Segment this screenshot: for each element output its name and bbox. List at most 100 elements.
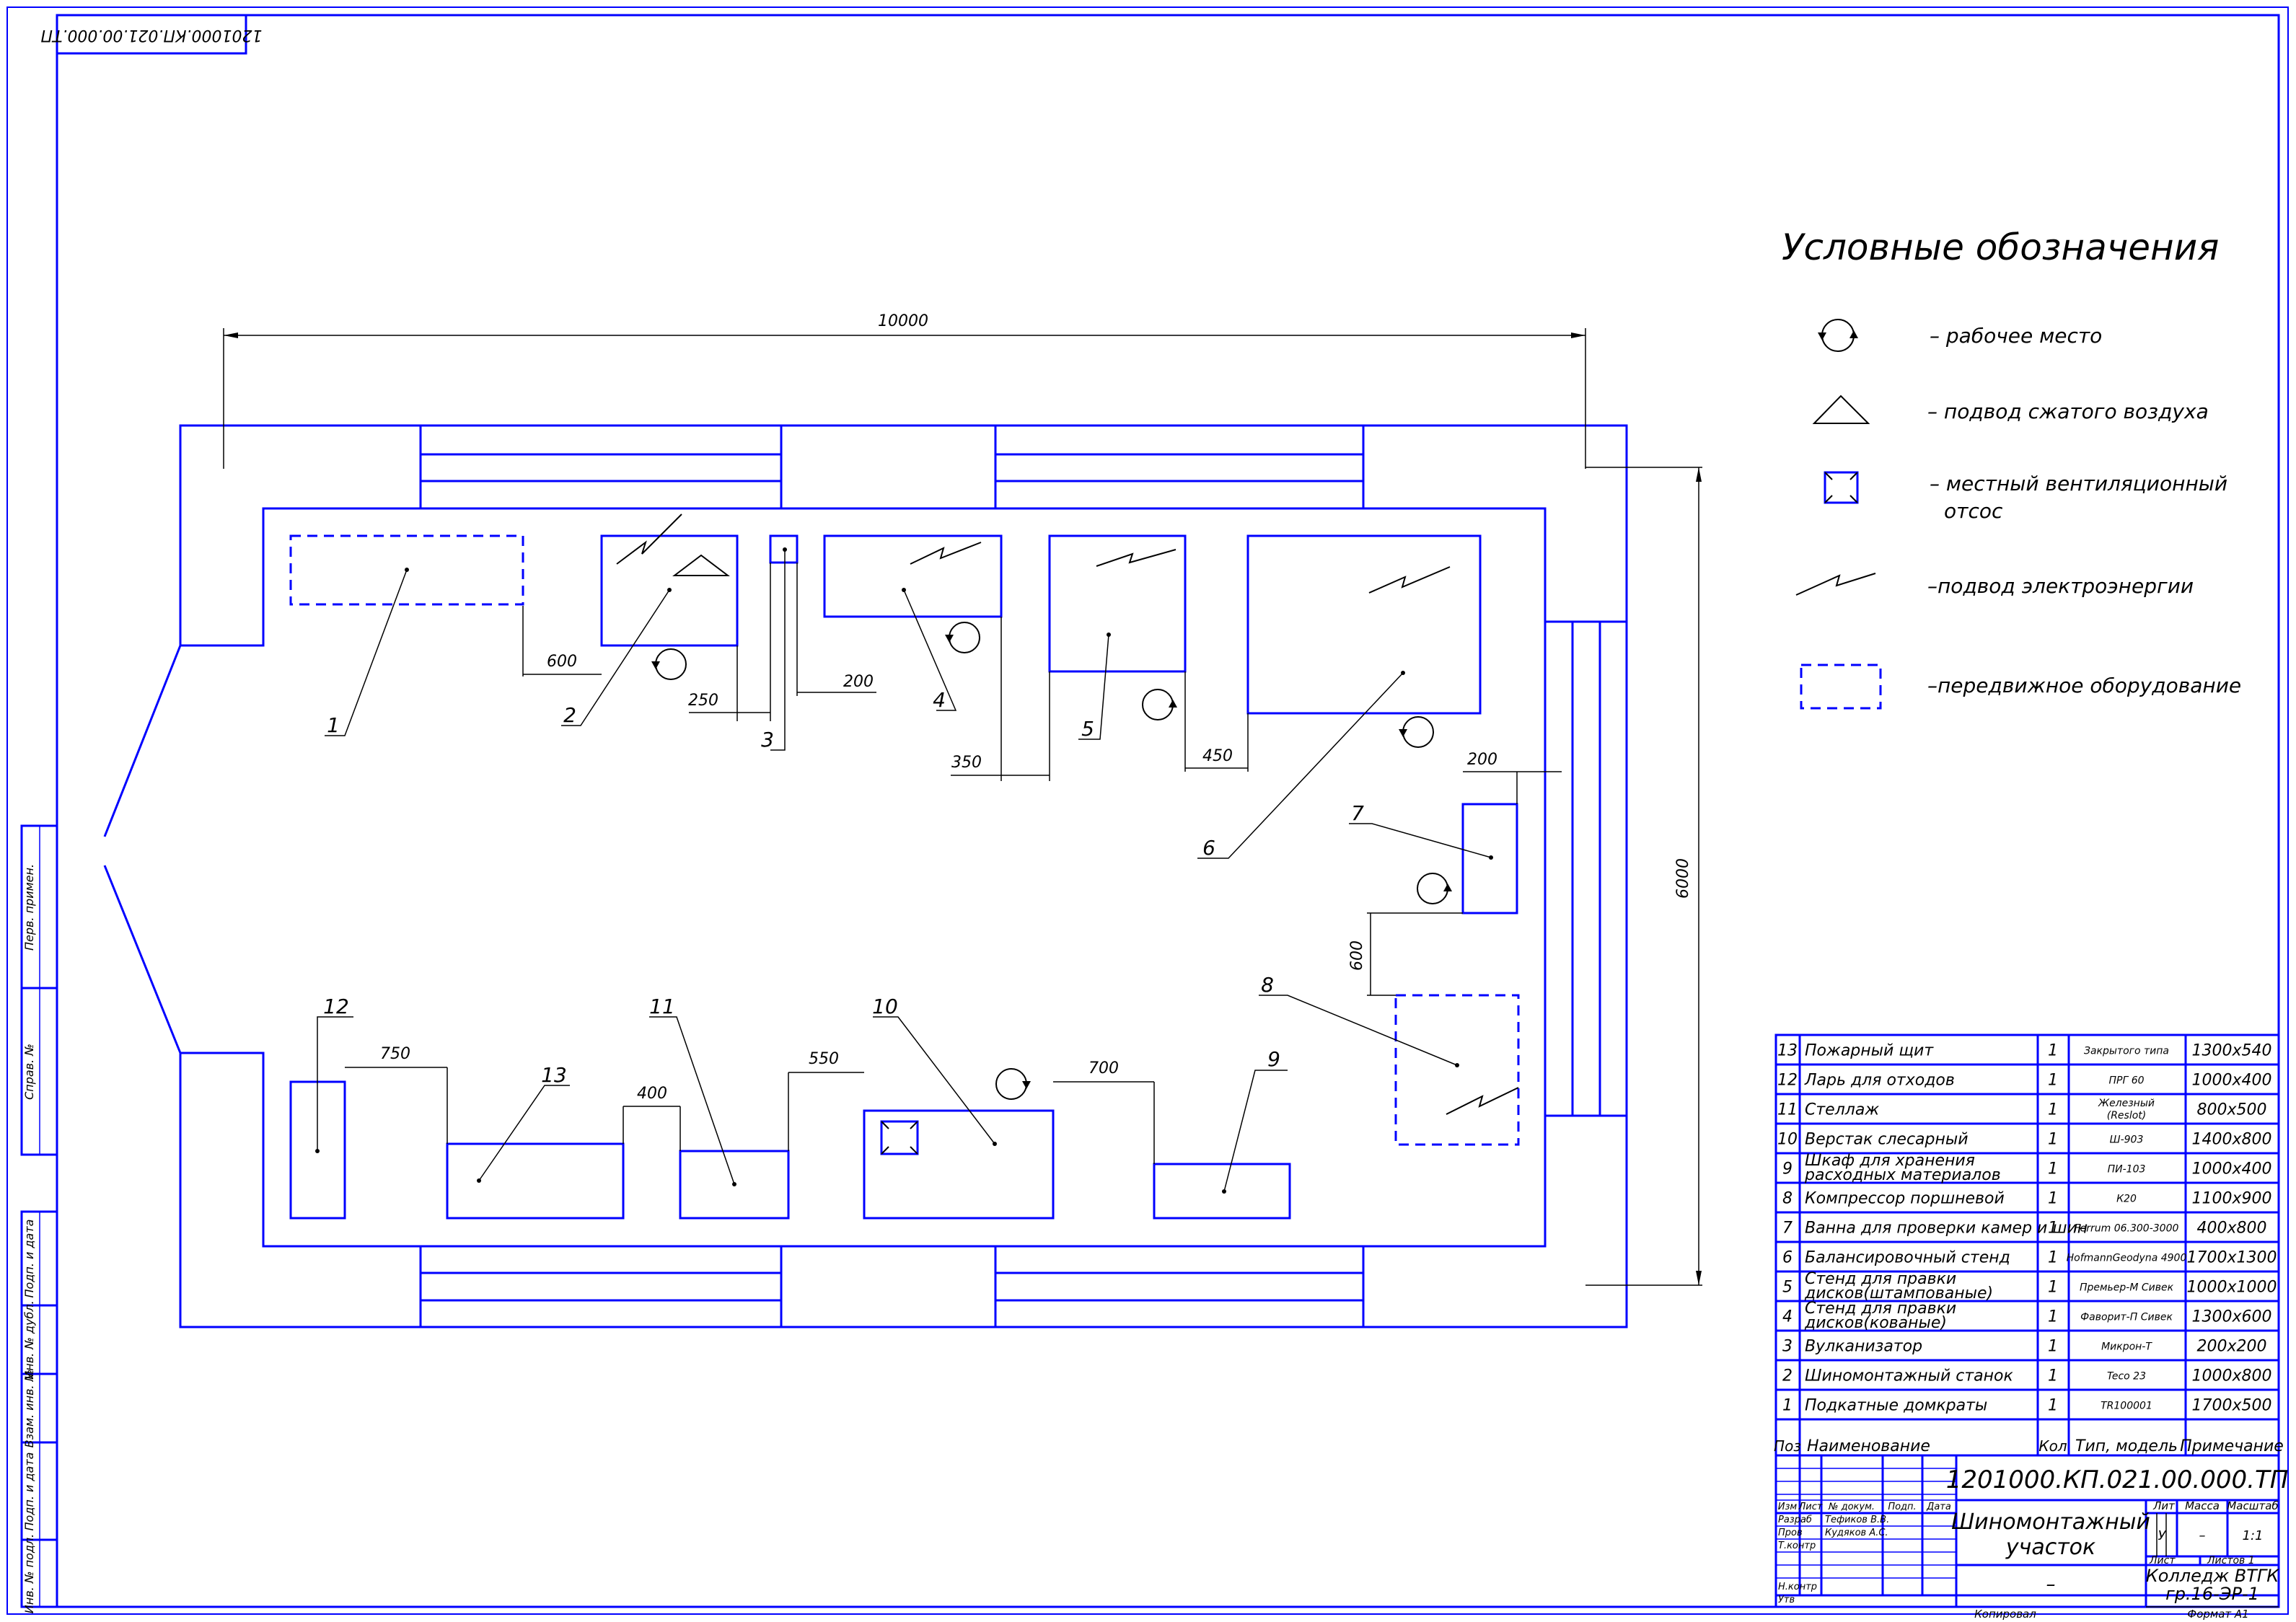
workplace-icon bbox=[1417, 873, 1452, 904]
workplace-icon bbox=[1399, 716, 1434, 748]
dim-600-text: 600 bbox=[547, 653, 577, 671]
spec-note: 1000х1000 bbox=[2187, 1279, 2277, 1297]
spec-model: Железный bbox=[2098, 1098, 2155, 1109]
pos-label-4: 4 bbox=[933, 688, 946, 712]
dim-250-text: 250 bbox=[688, 692, 718, 710]
tb-mass: Масса bbox=[2185, 1499, 2220, 1512]
tb-copied: Копировал bbox=[1974, 1608, 2036, 1621]
spec-model: Микрон-Т bbox=[2101, 1341, 2152, 1353]
spec-qty: 1 bbox=[2048, 1308, 2058, 1326]
power-supply-icon bbox=[1795, 573, 1876, 596]
tb-lit: Лит bbox=[2152, 1499, 2176, 1512]
spec-qty: 1 bbox=[2048, 1160, 2058, 1178]
spec-pos: 4 bbox=[1782, 1308, 1793, 1326]
spec-header-name: Наименование bbox=[1807, 1437, 1930, 1455]
compressed-air-icon bbox=[1812, 395, 1870, 424]
spec-note: 1400х800 bbox=[2192, 1131, 2272, 1149]
spec-qty: 1 bbox=[2048, 1072, 2058, 1090]
mobile-equipment-icon bbox=[1800, 664, 1882, 710]
spec-name: Верстак слесарный bbox=[1805, 1131, 1969, 1149]
spec-note: 1000х400 bbox=[2192, 1160, 2272, 1178]
spec-note: 400х800 bbox=[2196, 1220, 2266, 1238]
spec-pos: 2 bbox=[1782, 1367, 1793, 1385]
legend-item-3-label-1: – местный вентиляционный bbox=[1930, 472, 2227, 495]
spec-pos: 12 bbox=[1777, 1072, 1798, 1090]
side-label-inv-podl: Инв. № подл. bbox=[22, 1534, 36, 1613]
dim-550-text: 550 bbox=[809, 1050, 839, 1068]
tb-col-izm: Изм bbox=[1778, 1502, 1798, 1512]
tb-sheet: Лист bbox=[2149, 1555, 2176, 1566]
equipment-9-cabinet bbox=[1153, 1163, 1291, 1220]
equipment-5-stand-stamped bbox=[1048, 534, 1187, 673]
code-stamp-text: 1201000.КП.021.00.000.ТП bbox=[40, 26, 262, 44]
ventilation-icon-10 bbox=[880, 1120, 919, 1155]
spec-name: Компрессор поршневой bbox=[1805, 1190, 2005, 1208]
spec-note: 1100х900 bbox=[2192, 1190, 2272, 1208]
power-icon-2 bbox=[616, 514, 682, 565]
spec-model: Teco 23 bbox=[2107, 1371, 2146, 1383]
legend-item-2-label: – подвод сжатого воздуха bbox=[1927, 400, 2209, 423]
sheet-frame-outer bbox=[6, 6, 2289, 1615]
spec-qty: 1 bbox=[2048, 1338, 2058, 1356]
spec-name: дисков(кованые) bbox=[1804, 1314, 1947, 1332]
clearance-dimensions: 600 250 200 350 450 200 600 750 400 550 bbox=[345, 563, 1562, 1164]
tb-title-2: участок bbox=[2005, 1535, 2095, 1560]
dim-450-text: 450 bbox=[1202, 747, 1233, 765]
workplace-markers bbox=[651, 622, 1452, 1100]
equipment-2-tire-changer bbox=[600, 534, 739, 647]
spec-model: К20 bbox=[2116, 1194, 2137, 1205]
title-block: 1201000.КП.021.00.000.ТП Шиномонтажный у… bbox=[1774, 1454, 2288, 1621]
pos-label-9: 9 bbox=[1267, 1047, 1280, 1071]
spec-name: Шкаф для хранения bbox=[1805, 1152, 1975, 1170]
workplace-icon bbox=[651, 648, 687, 680]
pos-label-10: 10 bbox=[872, 995, 898, 1018]
spec-model: ПИ-103 bbox=[2108, 1164, 2146, 1176]
workplace-icon bbox=[1818, 319, 1858, 352]
side-label-vzam: Взам. инв. № bbox=[22, 1370, 36, 1448]
power-icon-8 bbox=[1446, 1087, 1519, 1115]
spec-qty: 1 bbox=[2048, 1101, 2058, 1119]
workplace-icon bbox=[1142, 689, 1177, 720]
spec-model: (Reslot) bbox=[2107, 1110, 2147, 1121]
tb-role-razrab: Разраб bbox=[1778, 1515, 1812, 1525]
compressed-air-icon-2 bbox=[672, 554, 730, 576]
spec-pos: 6 bbox=[1782, 1249, 1793, 1267]
spec-qty: 1 bbox=[2048, 1397, 2058, 1415]
spec-name: расходных материалов bbox=[1804, 1166, 2001, 1184]
spec-model: Закрытого типа bbox=[2084, 1046, 2169, 1057]
dim-400-text: 400 bbox=[637, 1085, 667, 1103]
building-walls bbox=[103, 424, 1628, 1328]
spec-qty: 1 bbox=[2048, 1249, 2058, 1267]
spec-name: Стенд для правки bbox=[1805, 1300, 1956, 1318]
spec-header-pos: Поз bbox=[1774, 1437, 1801, 1455]
spec-header-note: Примечание bbox=[2180, 1437, 2284, 1455]
position-leaders: 1 2 3 4 5 6 7 8 9 10 11 12 bbox=[315, 547, 1493, 1194]
spec-qty: 1 bbox=[2048, 1190, 2058, 1208]
spec-name: Шиномонтажный станок bbox=[1805, 1367, 2014, 1385]
spec-qty: 1 bbox=[2048, 1042, 2058, 1060]
spec-name: Подкатные домкраты bbox=[1805, 1397, 1987, 1415]
workplace-icon bbox=[995, 1068, 1031, 1100]
pos-label-12: 12 bbox=[323, 995, 349, 1018]
spec-pos: 7 bbox=[1782, 1220, 1793, 1238]
spec-model: Премьер-М Сивек bbox=[2080, 1282, 2174, 1294]
spec-note: 200х200 bbox=[2196, 1338, 2266, 1356]
spec-pos: 13 bbox=[1777, 1042, 1798, 1060]
side-label-podp2: Подп. и дата bbox=[22, 1453, 36, 1531]
spec-name: Ванна для проверки камер и шин bbox=[1805, 1220, 2088, 1238]
spec-qty: 1 bbox=[2048, 1279, 2058, 1297]
sheet-frame-inner bbox=[56, 14, 2280, 1608]
tb-org-2: гр.16-ЭР-1 bbox=[2165, 1584, 2259, 1604]
spec-name: Стеллаж bbox=[1805, 1101, 1879, 1119]
spec-pos: 11 bbox=[1777, 1101, 1798, 1119]
equipment-1-jacks bbox=[289, 534, 524, 606]
pos-label-1: 1 bbox=[327, 713, 340, 737]
side-label-perv: Перв. примен. bbox=[22, 864, 36, 951]
pos-label-5: 5 bbox=[1081, 717, 1094, 741]
spec-name: Стенд для правки bbox=[1805, 1270, 1956, 1288]
